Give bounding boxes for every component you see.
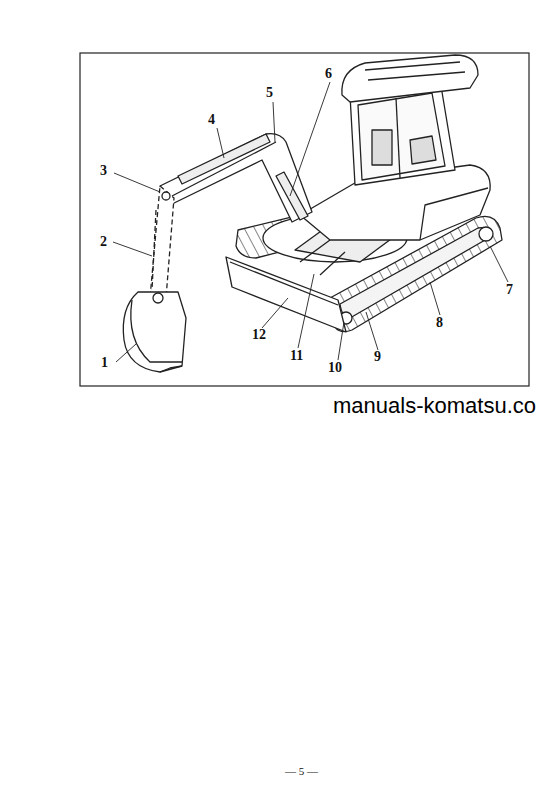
callout-number: 4	[208, 113, 215, 127]
callout-number: 5	[266, 86, 273, 100]
callout-number: 1	[101, 356, 108, 370]
callout-number: 6	[325, 67, 332, 81]
callout-number: 8	[436, 316, 443, 330]
callout-number: 2	[100, 235, 107, 249]
callout-number: 9	[374, 350, 381, 364]
callout-number: 3	[100, 164, 107, 178]
callout-number: 12	[252, 328, 266, 342]
callout-number: 10	[328, 361, 342, 375]
frame	[80, 53, 529, 386]
callout-number: 7	[506, 283, 513, 297]
page-number: — 5 —	[285, 766, 318, 777]
leader-lines	[113, 82, 508, 362]
callout-number: 11	[290, 349, 303, 363]
excavator	[123, 55, 502, 372]
watermark: manuals-komatsu.co	[333, 395, 536, 417]
